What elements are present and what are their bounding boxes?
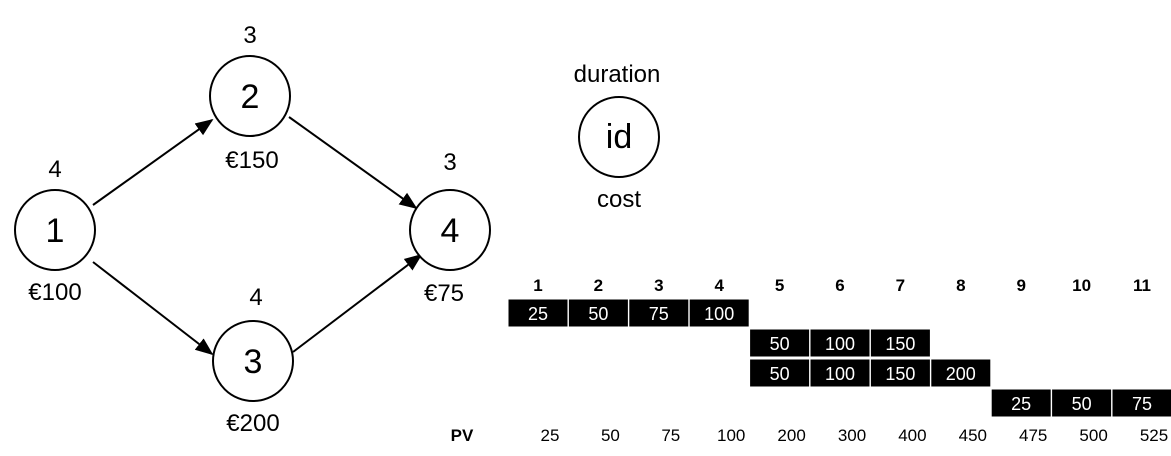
node-id: 3 bbox=[244, 343, 263, 381]
node-id: 2 bbox=[241, 78, 260, 116]
schedule-row-activity-2: 50 100 150 bbox=[749, 328, 931, 358]
pv-value: 100 bbox=[717, 426, 745, 445]
pv-value: 300 bbox=[838, 426, 866, 445]
cost-cell-value: 100 bbox=[704, 304, 734, 324]
cost-cell bbox=[809, 358, 871, 388]
cost-cell-value: 50 bbox=[770, 334, 790, 354]
period-header: 3 bbox=[654, 276, 663, 295]
cost-cell bbox=[1111, 388, 1171, 418]
legend-duration: duration bbox=[574, 61, 661, 88]
cost-cell-value: 75 bbox=[649, 304, 669, 324]
activity-node-1: 1 4 €100 bbox=[14, 156, 96, 306]
period-header: 1 bbox=[533, 276, 542, 295]
cost-cell-value: 150 bbox=[885, 364, 915, 384]
edge-3-4 bbox=[292, 253, 423, 353]
cost-cell bbox=[749, 328, 811, 358]
cost-cell-value: 100 bbox=[825, 334, 855, 354]
pv-value: 525 bbox=[1140, 426, 1168, 445]
cost-cell bbox=[507, 298, 569, 328]
node-cost: €150 bbox=[225, 147, 278, 174]
cost-cell bbox=[567, 298, 629, 328]
schedule-row-activity-3: 50 100 150 200 bbox=[749, 358, 992, 388]
node-duration: 3 bbox=[443, 149, 456, 176]
period-headers: 1 2 3 4 5 6 7 8 9 10 11 bbox=[533, 276, 1151, 295]
period-header: 8 bbox=[956, 276, 965, 295]
cost-cell bbox=[688, 298, 750, 328]
network-edges bbox=[92, 116, 423, 356]
pv-value: 75 bbox=[661, 426, 680, 445]
period-header: 2 bbox=[594, 276, 603, 295]
node-cost: €100 bbox=[28, 279, 81, 306]
pv-value: 450 bbox=[959, 426, 987, 445]
node-duration: 3 bbox=[243, 22, 256, 49]
node-duration: 4 bbox=[48, 156, 61, 183]
cost-cell bbox=[628, 298, 690, 328]
activity-node-4: 4 3 €75 bbox=[409, 149, 491, 307]
pv-label: PV bbox=[451, 426, 474, 445]
cost-cell-value: 50 bbox=[588, 304, 608, 324]
cost-cell bbox=[869, 358, 931, 388]
cost-cell bbox=[749, 358, 811, 388]
period-header: 4 bbox=[714, 276, 724, 295]
period-header: 9 bbox=[1016, 276, 1025, 295]
legend-cost: cost bbox=[597, 186, 641, 213]
node-cost: €75 bbox=[424, 280, 464, 307]
pv-value: 500 bbox=[1079, 426, 1107, 445]
cost-cell-value: 75 bbox=[1132, 394, 1152, 414]
schedule-rows: 25 50 75 100 50 100 150 50 100 150 200 25 50 75 bbox=[507, 298, 1171, 418]
cost-cell-value: 50 bbox=[1072, 394, 1092, 414]
pv-value: 50 bbox=[601, 426, 620, 445]
cost-cell-value: 25 bbox=[1011, 394, 1031, 414]
schedule-row-activity-4: 25 50 75 bbox=[990, 388, 1171, 418]
cost-cell-value: 50 bbox=[770, 364, 790, 384]
cost-cell-value: 25 bbox=[528, 304, 548, 324]
pv-value: 25 bbox=[541, 426, 560, 445]
node-legend: id duration cost bbox=[574, 61, 661, 213]
pv-value: 200 bbox=[777, 426, 805, 445]
schedule-row-activity-1: 25 50 75 100 bbox=[507, 298, 750, 328]
node-cost: €200 bbox=[226, 410, 279, 437]
cost-cell bbox=[869, 328, 931, 358]
cost-cell bbox=[930, 358, 992, 388]
cost-cell-value: 100 bbox=[825, 364, 855, 384]
period-header: 11 bbox=[1133, 276, 1151, 295]
period-header: 5 bbox=[775, 276, 784, 295]
edge-2-4 bbox=[288, 116, 418, 210]
cost-cell bbox=[809, 328, 871, 358]
period-header: 10 bbox=[1072, 276, 1091, 295]
pv-value: 400 bbox=[898, 426, 926, 445]
cost-cell-value: 150 bbox=[885, 334, 915, 354]
edge-1-3 bbox=[92, 261, 214, 356]
node-id: 4 bbox=[441, 212, 460, 250]
pv-row: 25 50 75 100 200 300 400 450 475 500 525 bbox=[541, 426, 1169, 445]
cost-cell-value: 200 bbox=[946, 364, 976, 384]
period-header: 7 bbox=[896, 276, 905, 295]
pv-value: 475 bbox=[1019, 426, 1047, 445]
edge-1-2 bbox=[92, 118, 214, 206]
node-duration: 4 bbox=[249, 284, 262, 311]
period-header: 6 bbox=[835, 276, 844, 295]
activity-node-3: 3 4 €200 bbox=[212, 284, 294, 437]
legend-id: id bbox=[606, 118, 632, 156]
activity-node-2: 2 3 €150 bbox=[209, 22, 291, 174]
node-id: 1 bbox=[46, 212, 65, 250]
